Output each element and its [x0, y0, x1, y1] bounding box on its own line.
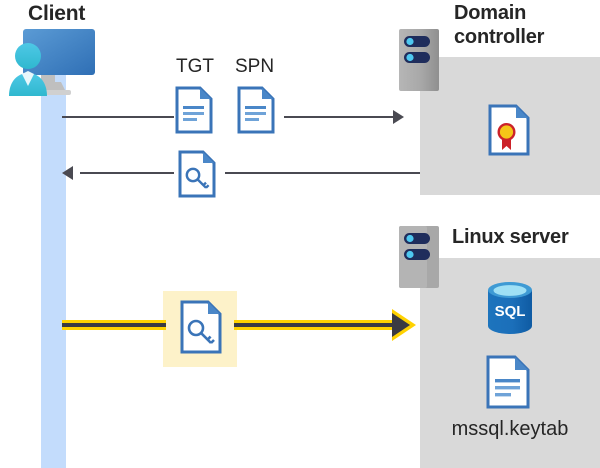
domain-controller-server-icon: [398, 28, 440, 92]
domain-controller-title-line1: Domain: [454, 2, 527, 24]
message-response-line-right: [225, 172, 420, 174]
spn-document-icon: [237, 86, 275, 134]
key-document-icon-response: [178, 150, 216, 198]
sql-database-icon: SQL: [484, 280, 536, 336]
service-ticket-line-left-inner: [62, 323, 166, 327]
domain-controller-title: Domain controller: [454, 2, 594, 49]
message-request-line-left: [62, 116, 174, 118]
tgt-label: TGT: [176, 56, 214, 77]
linux-server-title: Linux server: [452, 226, 569, 248]
service-ticket-arrowhead-inner: [392, 313, 410, 337]
certificate-icon: [488, 104, 530, 156]
message-request-arrowhead: [393, 110, 404, 124]
message-response-line-left: [80, 172, 174, 174]
domain-controller-title-line2: controller: [454, 25, 545, 48]
tgt-document-icon: [175, 86, 213, 134]
message-request-line-right: [284, 116, 394, 118]
svg-text:SQL: SQL: [495, 303, 526, 320]
linux-server-server-icon: [398, 225, 440, 289]
message-response-arrowhead: [62, 166, 73, 180]
spn-label: SPN: [235, 56, 275, 77]
client-computer-icon: [5, 26, 101, 98]
service-ticket-line-right-inner: [234, 323, 396, 327]
client-lifeline: [41, 66, 66, 468]
keytab-file-icon: [486, 355, 530, 409]
keytab-file-caption: mssql.keytab: [451, 418, 569, 440]
key-document-icon-service-ticket: [180, 300, 222, 354]
client-title: Client: [28, 2, 86, 25]
